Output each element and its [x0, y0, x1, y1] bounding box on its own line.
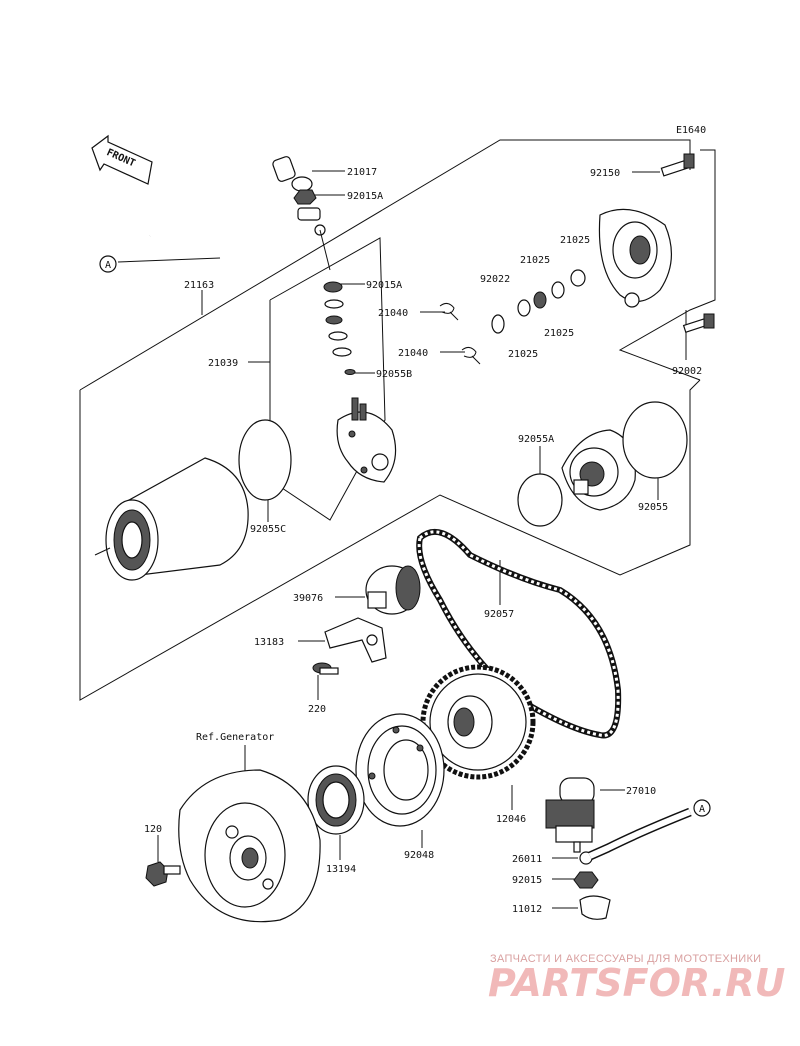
label-92048: 92048 — [404, 850, 434, 861]
o-ring-92055C — [238, 419, 292, 501]
label-220: 220 — [308, 704, 326, 715]
label-92055a: 92055A — [518, 434, 554, 445]
plate-13183 — [324, 617, 387, 663]
leader-lines — [117, 170, 687, 909]
label-21040-a: 21040 — [378, 308, 408, 319]
bolt-92150 — [660, 153, 695, 177]
label-92022: 92022 — [480, 274, 510, 285]
o-ring-92055A — [517, 473, 563, 527]
callout-a-left-label: A — [105, 260, 111, 271]
label-21039: 21039 — [208, 358, 238, 369]
label-92055b: 92055B — [376, 369, 412, 380]
starter-sprocket-39076 — [365, 565, 421, 615]
label-92057: 92057 — [484, 609, 514, 620]
label-13183: 13183 — [254, 637, 284, 648]
nut-92015 — [573, 871, 599, 889]
battery-cable-26011 — [579, 807, 692, 865]
label-92002: 92002 — [672, 366, 702, 377]
callout-a-left: A — [99, 255, 117, 273]
brush-plate-21039 — [336, 397, 397, 483]
watermark-tagline: ЗАПЧАСТИ И АКСЕССУАРЫ ДЛЯ МОТОТЕХНИКИ — [490, 953, 761, 965]
label-39076: 39076 — [293, 593, 323, 604]
label-21025-c: 21025 — [544, 328, 574, 339]
label-13194: 13194 — [326, 864, 356, 875]
cap-11012 — [579, 895, 611, 920]
end-cover — [598, 208, 673, 308]
label-21017: 21017 — [347, 167, 377, 178]
watermark: ЗАПЧАСТИ И АКСЕССУАРЫ ДЛЯ МОТОТЕХНИКИ PA… — [488, 953, 786, 1005]
label-21025-d: 21025 — [508, 349, 538, 360]
label-26011: 26011 — [512, 854, 542, 865]
reduction-gear-housing — [561, 429, 636, 511]
starter-motor-21163 — [94, 457, 249, 581]
label-21025-a: 21025 — [560, 235, 590, 246]
bolt-120 — [145, 861, 181, 887]
diagram-code: E1640 — [676, 125, 706, 136]
label-12046: 12046 — [496, 814, 526, 825]
label-120: 120 — [144, 824, 162, 835]
label-92015a-mid: 92015A — [366, 280, 402, 291]
label-92015: 92015 — [512, 875, 542, 886]
label-ref-generator: Ref.Generator — [196, 732, 274, 743]
label-92150: 92150 — [590, 168, 620, 179]
label-21025-b: 21025 — [520, 255, 550, 266]
label-92055c: 92055C — [250, 524, 286, 535]
label-92055: 92055 — [638, 502, 668, 513]
label-21163: 21163 — [184, 280, 214, 291]
label-21040-b: 21040 — [398, 348, 428, 359]
starter-relay-27010 — [545, 777, 595, 853]
one-way-clutch-13194 — [307, 765, 365, 835]
screw-220 — [312, 662, 339, 675]
label-11012: 11012 — [512, 904, 542, 915]
washer-stack — [323, 281, 356, 375]
o-ring-92055 — [622, 401, 688, 479]
bolt-92002 — [682, 313, 715, 333]
drive-chain-92057 — [416, 528, 622, 739]
generator-rotor — [178, 769, 321, 923]
brush-spring-21040 — [439, 302, 481, 365]
callout-a-right-label: A — [699, 804, 705, 815]
watermark-logo: PARTSFOR.RU — [488, 961, 786, 1005]
label-27010: 27010 — [626, 786, 656, 797]
label-92015a-top: 92015A — [347, 191, 383, 202]
starter-cap-21017 — [272, 156, 317, 205]
front-arrow-icon: FRONT — [91, 134, 153, 185]
starter-clutch-gear-12046 — [420, 664, 536, 780]
starter-clutch-92048 — [355, 713, 445, 827]
part-labels: 21017 92015A 21163 92015A 21040 21040 92… — [144, 167, 702, 915]
washers-21025 — [491, 269, 586, 334]
starter-cable-21163 — [148, 203, 331, 271]
callout-a-right: A — [693, 799, 711, 817]
